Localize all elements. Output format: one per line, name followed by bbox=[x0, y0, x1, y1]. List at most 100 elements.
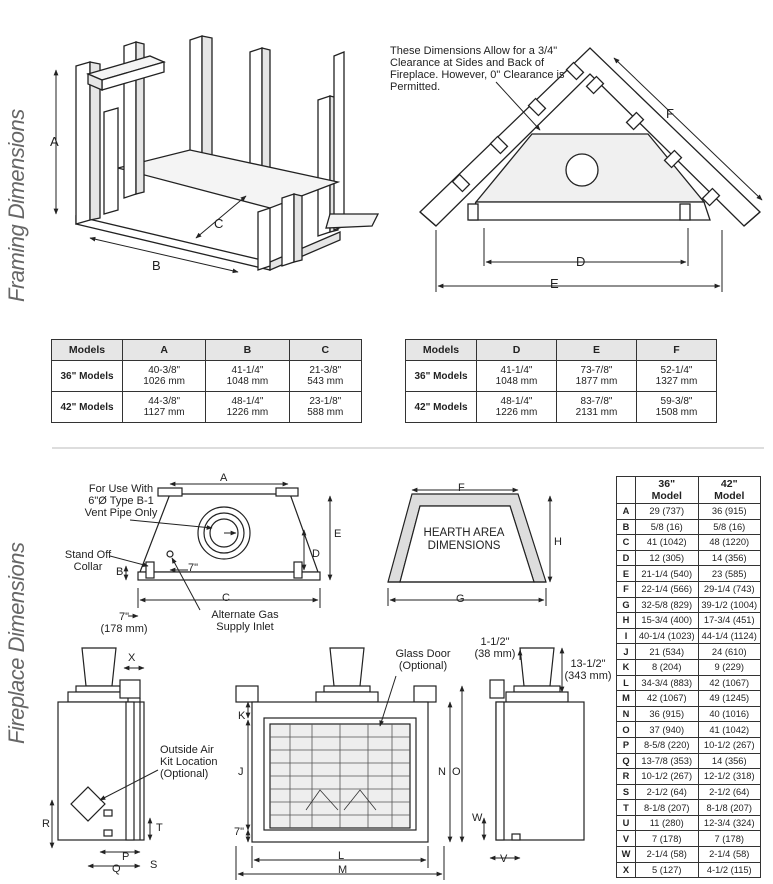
value-42-model: 10-1/2 (267) bbox=[697, 736, 761, 754]
dimension-letter: M bbox=[616, 690, 636, 707]
model-cell: 42" Models bbox=[405, 391, 477, 423]
table-header: B bbox=[205, 339, 290, 361]
callout-line: (343 mm) bbox=[564, 670, 612, 682]
dimension-letter: D bbox=[616, 549, 636, 567]
dimension-letter: Q bbox=[616, 752, 636, 770]
table-header: F bbox=[636, 339, 717, 361]
value-36-model: 32-5/8 (829) bbox=[635, 596, 699, 614]
value-36-model: 2-1/2 (64) bbox=[635, 783, 699, 801]
clearance-note-line: Fireplace. However, 0" Clearance is bbox=[390, 69, 565, 81]
dimension-letter: R bbox=[616, 768, 636, 785]
dim-label-a: A bbox=[220, 472, 228, 484]
dimension-letter: V bbox=[616, 830, 636, 848]
callout-line: Vent Pipe Only bbox=[84, 507, 158, 519]
callout-line: (Optional) bbox=[398, 660, 448, 672]
dimension-letter: K bbox=[616, 658, 636, 676]
value-36-model: 21 (534) bbox=[635, 643, 699, 660]
dim-label-o: O bbox=[452, 766, 461, 778]
dimension-letter: G bbox=[616, 596, 636, 614]
value-36-model: 2-1/4 (58) bbox=[635, 846, 699, 863]
fireplace-side-view-right bbox=[489, 647, 585, 841]
glass-door-callout: Glass Door (Optional) bbox=[388, 648, 458, 672]
value-inch: 48-1/4" bbox=[500, 396, 533, 407]
value-mm: 1226 mm bbox=[495, 407, 538, 418]
dim-label-f-framing: F bbox=[666, 106, 674, 121]
value-42-model: 7 (178) bbox=[697, 830, 761, 848]
standoff-collar-callout: Stand Off Collar bbox=[58, 549, 118, 573]
dim-label-d-framing: D bbox=[576, 254, 586, 269]
dimension-letter: F bbox=[616, 580, 636, 598]
dim-label-c-framing: C bbox=[214, 216, 224, 231]
callout-line: Glass Door bbox=[395, 648, 451, 660]
value-36-model: 13-7/8 (353) bbox=[635, 752, 699, 770]
table-header: C bbox=[288, 339, 363, 361]
value-42-model: 39-1/2 (1004) bbox=[697, 596, 761, 614]
framing-box-drawing bbox=[75, 35, 380, 271]
callout-line: 6"Ø Type B-1 bbox=[88, 495, 154, 507]
value-36-model: 5/8 (16) bbox=[635, 518, 699, 536]
dim-label-c: C bbox=[222, 592, 230, 604]
callout-line: DIMENSIONS bbox=[427, 540, 501, 552]
value-cell: 41-1/4"1048 mm bbox=[476, 360, 557, 392]
dimension-letter: C bbox=[616, 534, 636, 551]
clearance-note: These Dimensions Allow for a 3/4" Cleara… bbox=[390, 45, 570, 93]
value-mm: 1226 mm bbox=[226, 407, 269, 418]
callout-line: 13-1/2" bbox=[570, 658, 606, 670]
value-cell: 48-1/4"1226 mm bbox=[476, 391, 557, 423]
dim-label-a-framing: A bbox=[50, 134, 59, 149]
value-42-model: 17-3/4 (451) bbox=[697, 612, 761, 629]
dim-label-e-framing: E bbox=[550, 276, 559, 291]
hearth-area-drawing bbox=[387, 493, 547, 583]
value-42-model: 44-1/4 (1124) bbox=[697, 627, 761, 645]
framing-table-def: Models D E F 36" Models 41-1/4"1048 mm 7… bbox=[405, 339, 717, 423]
dimension-letter: I bbox=[616, 627, 636, 645]
value-42-model: 14 (356) bbox=[697, 549, 761, 567]
framing-table-abc: Models A B C 36" Models 40-3/8"1026 mm 4… bbox=[51, 339, 363, 423]
value-mm: 1026 mm bbox=[143, 376, 185, 387]
dim-label-7in-front: 7" bbox=[234, 826, 245, 838]
dim-label-w: W bbox=[472, 812, 483, 824]
value-36-model: 37 (940) bbox=[635, 721, 699, 738]
value-36-model: 7 (178) bbox=[635, 830, 699, 848]
callout-line: Outside Air bbox=[160, 744, 214, 756]
dimension-letter: L bbox=[616, 674, 636, 692]
value-42-model: 12-1/2 (318) bbox=[697, 768, 761, 785]
table-header: 42"Model bbox=[697, 476, 761, 504]
value-42-model: 41 (1042) bbox=[697, 721, 761, 738]
dimension-letter: E bbox=[616, 565, 636, 582]
value-36-model: 8-1/8 (207) bbox=[635, 799, 699, 816]
clearance-note-line: Clearance at Sides and Back of bbox=[390, 57, 545, 69]
outside-air-callout: Outside Air Kit Location (Optional) bbox=[160, 744, 230, 780]
dimension-letter: S bbox=[616, 783, 636, 801]
value-cell: 44-3/8"1127 mm bbox=[121, 391, 207, 423]
dimension-letter: A bbox=[616, 503, 636, 520]
table-header: D bbox=[476, 339, 557, 361]
callout-line: (178 mm) bbox=[100, 623, 148, 635]
corner-dims bbox=[435, 57, 763, 292]
value-36-model: 41 (1042) bbox=[635, 534, 699, 551]
top-view-dims bbox=[109, 481, 333, 619]
dim-label-h: H bbox=[554, 536, 562, 548]
dim-label-r: R bbox=[42, 818, 50, 830]
dim-label-b: B bbox=[116, 566, 124, 578]
table-header-blank bbox=[616, 476, 636, 504]
dimension-letter: U bbox=[616, 814, 636, 832]
dim-label-v: V bbox=[500, 853, 508, 865]
value-inch: 44-3/8" bbox=[148, 396, 181, 407]
dim-label-x: X bbox=[128, 652, 136, 664]
callout-line: Kit Location bbox=[160, 756, 218, 768]
